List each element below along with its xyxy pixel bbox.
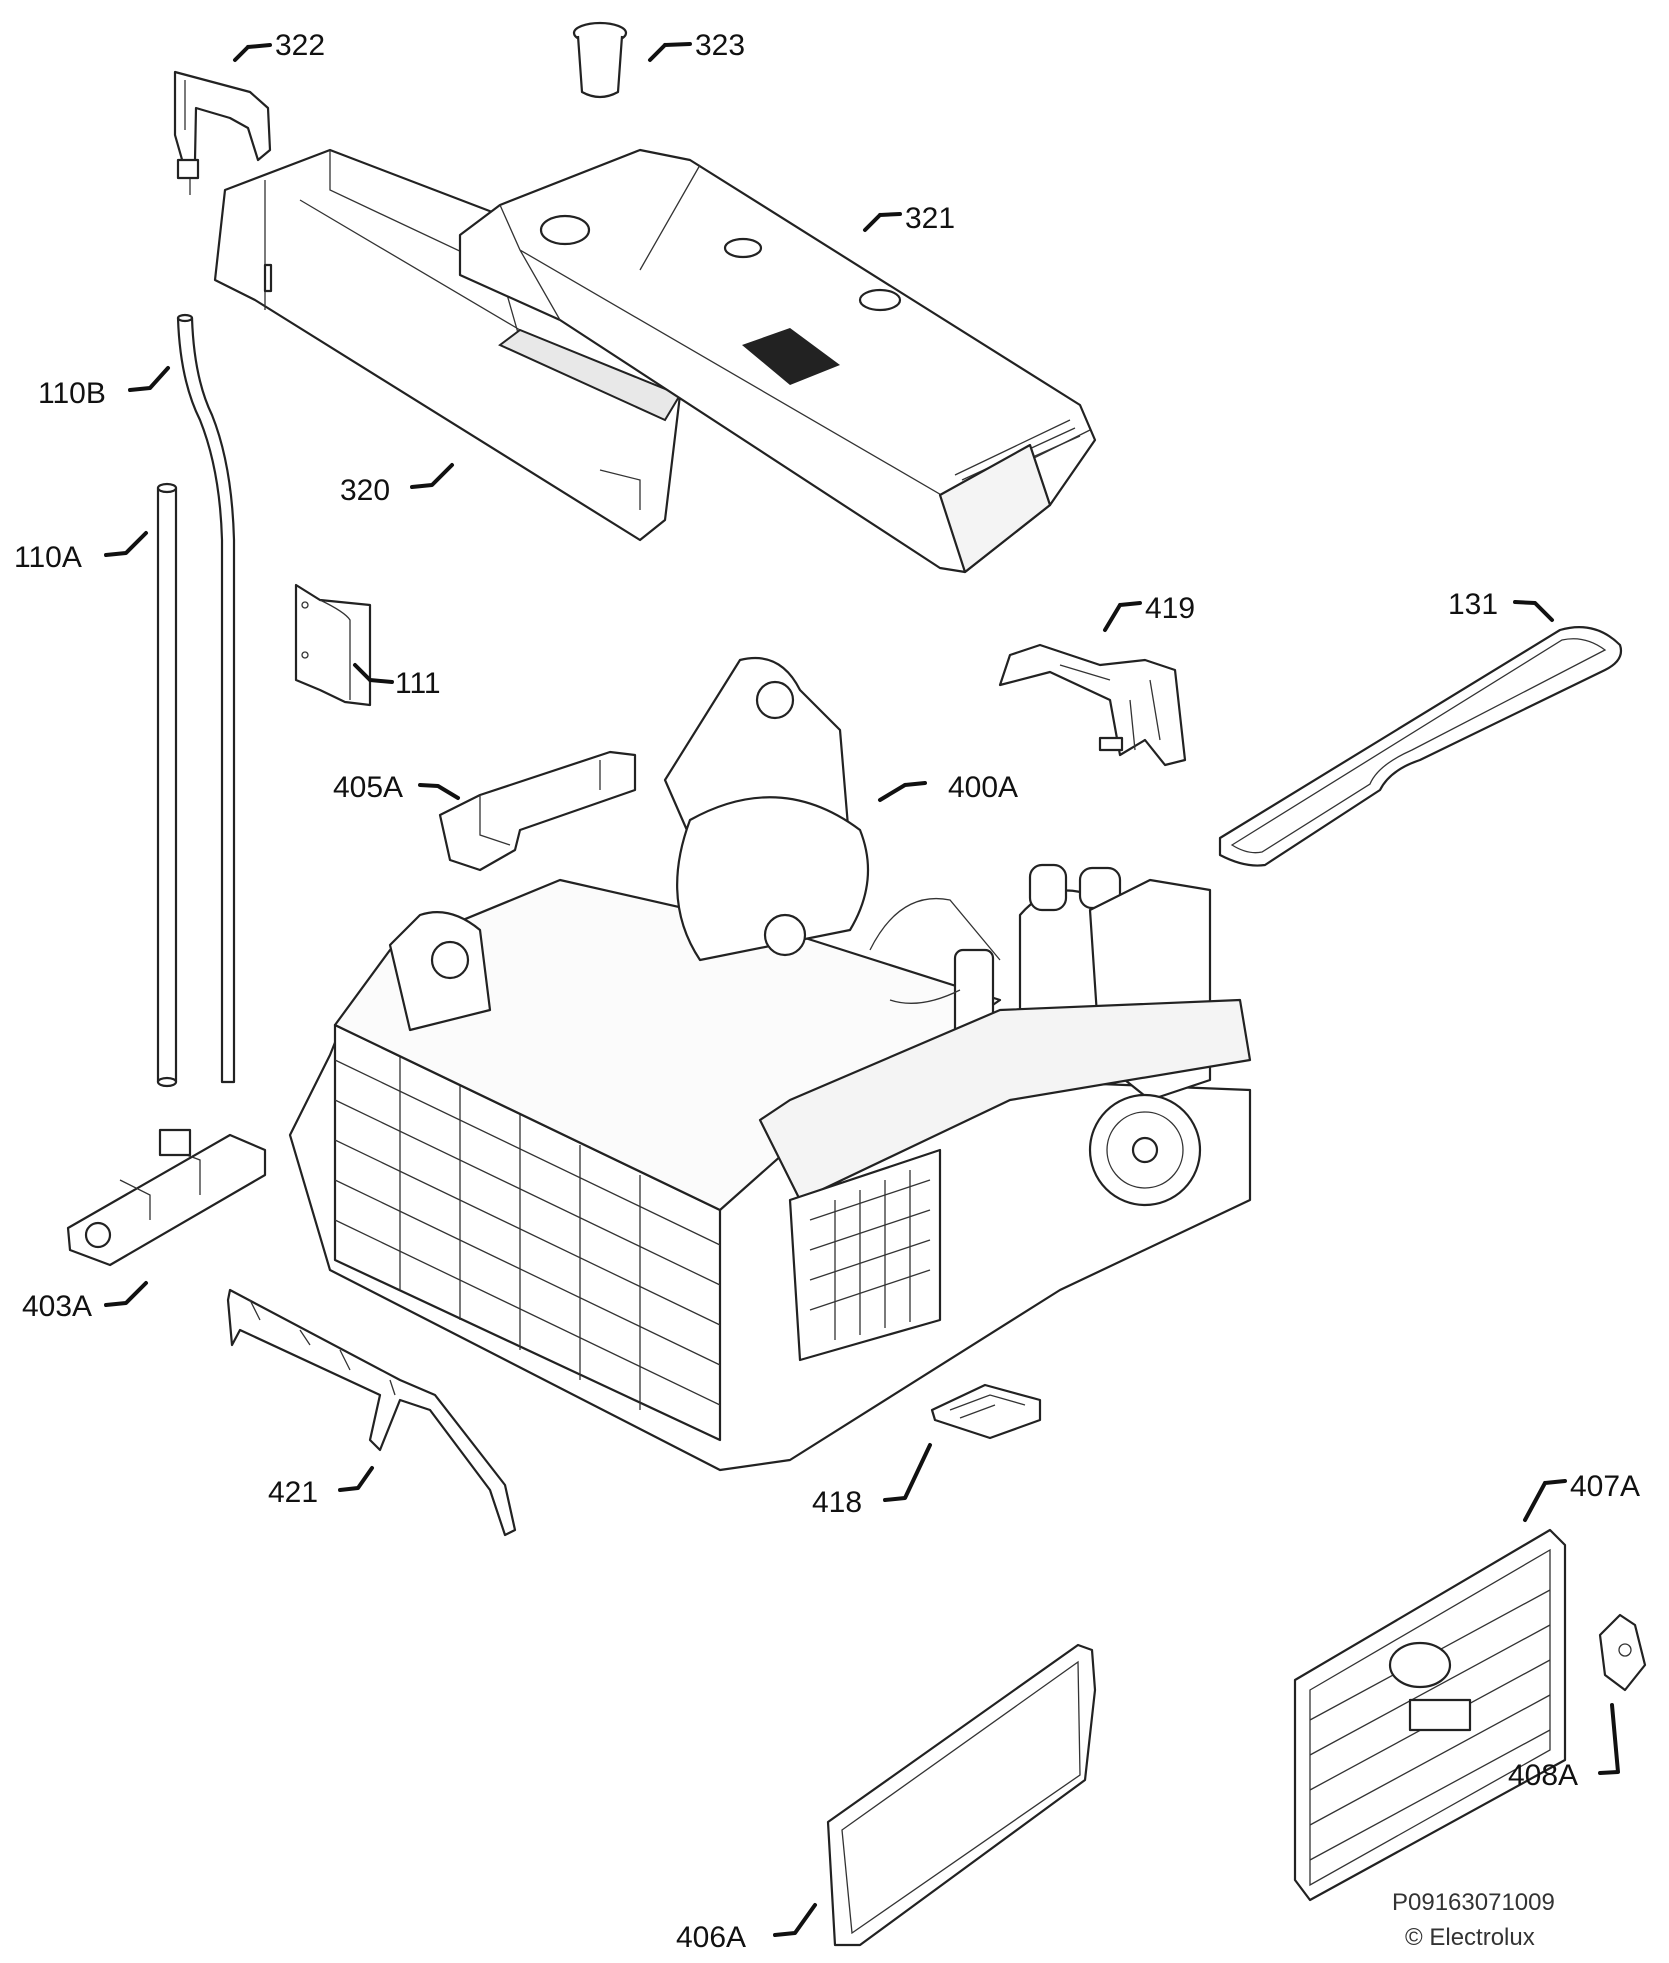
leader-323	[648, 42, 692, 62]
part-110A-tube[interactable]	[156, 482, 178, 1088]
leader-321	[863, 212, 902, 232]
part-419-bracket[interactable]	[998, 643, 1187, 767]
part-406A-seal-frame[interactable]	[826, 1643, 1097, 1947]
part-405A-duct[interactable]	[438, 750, 637, 872]
part-322-clip[interactable]	[173, 70, 272, 195]
label-110A: 110A	[14, 541, 82, 574]
part-321-dispenser-drawer[interactable]	[458, 148, 1097, 574]
leader-111	[353, 663, 394, 684]
label-131: 131	[1448, 588, 1498, 621]
label-321: 321	[905, 202, 955, 235]
leader-403A	[104, 1281, 148, 1307]
label-403A: 403A	[22, 1290, 92, 1323]
label-418: 418	[812, 1486, 862, 1519]
leader-320	[410, 463, 454, 489]
leader-421	[338, 1466, 374, 1492]
label-406A: 406A	[676, 1921, 746, 1954]
leader-lines	[104, 42, 1620, 1937]
leader-408A	[1598, 1703, 1620, 1775]
leader-406A	[773, 1903, 817, 1937]
label-322: 322	[275, 29, 325, 62]
leader-418	[883, 1443, 932, 1502]
part-111-clip[interactable]	[294, 583, 372, 707]
diagram-code: P09163071009	[1392, 1889, 1555, 1916]
leader-110B	[128, 366, 170, 392]
label-110B: 110B	[38, 377, 106, 410]
leader-131	[1513, 600, 1554, 622]
label-405A: 405A	[333, 771, 403, 804]
label-421: 421	[268, 1476, 318, 1509]
part-418-clip[interactable]	[930, 1383, 1042, 1440]
part-407A-filter-frame[interactable]	[1293, 1528, 1567, 1902]
leader-407A	[1523, 1479, 1567, 1522]
part-110B-tube[interactable]	[176, 313, 236, 1084]
part-320-drawer-housing[interactable]	[213, 148, 682, 542]
leader-405A	[418, 783, 460, 800]
label-400A: 400A	[948, 771, 1018, 804]
part-labels: 322 323 321 110B 320 110A 111 419 131 40…	[14, 29, 1640, 1954]
part-323-cap[interactable]	[572, 21, 628, 99]
part-131-gasket[interactable]	[1218, 626, 1623, 867]
part-403A-module[interactable]	[66, 1128, 267, 1267]
leader-400A	[878, 781, 927, 802]
part-421-rail[interactable]	[226, 1288, 517, 1537]
leader-322	[233, 43, 272, 62]
label-320: 320	[340, 474, 390, 507]
label-323: 323	[695, 29, 745, 62]
label-407A: 407A	[1570, 1470, 1640, 1503]
copyright: © Electrolux	[1405, 1924, 1535, 1951]
label-111: 111	[395, 667, 441, 700]
label-419: 419	[1145, 592, 1195, 625]
leader-110A	[104, 531, 148, 557]
part-400A-base-assembly[interactable]	[288, 656, 1252, 1472]
part-408A-latch[interactable]	[1598, 1613, 1647, 1692]
label-408A: 408A	[1508, 1759, 1578, 1792]
leader-419	[1103, 601, 1142, 632]
